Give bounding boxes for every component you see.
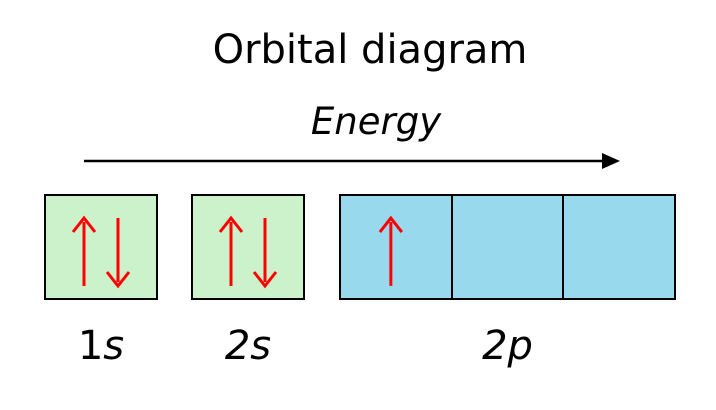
subshell-number: 2 (482, 323, 508, 369)
subshell-label-1s: 1s (44, 322, 158, 370)
energy-arrow-head (602, 153, 620, 169)
subshell-letter: s (250, 323, 272, 369)
electrons-2p-1 (378, 215, 403, 286)
spin-down-electron-arrow (105, 218, 131, 289)
orbital-group-2p (339, 194, 676, 300)
electrons-2p-3 (564, 196, 674, 298)
orbital-1s (44, 194, 158, 300)
spin-up-electron-arrow (378, 215, 403, 286)
energy-axis-label: Energy (310, 100, 442, 143)
spin-down-electron-arrow (252, 218, 278, 289)
subshell-number: 2 (224, 323, 251, 369)
spin-up-electron-arrow (71, 215, 97, 286)
electrons-2p-2 (453, 196, 563, 298)
orbital-2p-1 (341, 196, 453, 298)
subshell-label-2s: 2s (191, 322, 305, 370)
subshell-number: 1 (77, 323, 104, 369)
electron-pair-1s (71, 215, 131, 289)
orbital-2p-2 (453, 196, 565, 298)
orbital-2s (191, 194, 305, 300)
subshell-letter: p (507, 323, 533, 369)
subshell-label-2p: 2p (339, 322, 676, 370)
orbital-2p-3 (564, 196, 674, 298)
energy-arrow (84, 153, 620, 169)
spin-up-electron-arrow (218, 215, 244, 286)
diagram-title: Orbital diagram (212, 27, 528, 73)
subshell-letter: s (103, 323, 125, 369)
electron-pair-2s (218, 215, 278, 289)
